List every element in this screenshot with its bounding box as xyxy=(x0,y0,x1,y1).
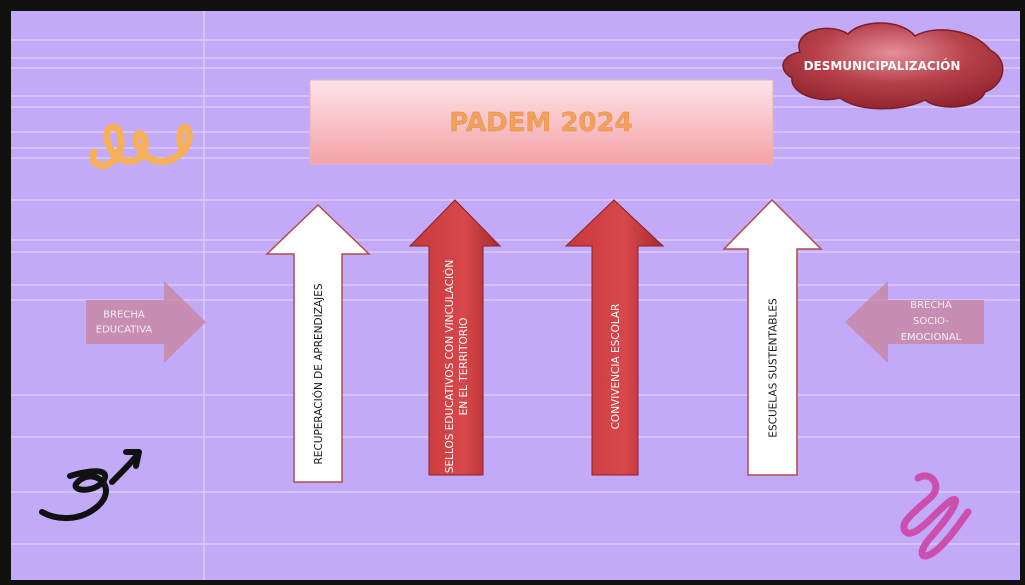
cloud-label: DESMUNICIPALIZACIÓN xyxy=(804,58,961,73)
pillar-label-1: RECUPERACIÓN DE APRENDIZAJES xyxy=(312,283,325,464)
cloud-desmunicipalizacion: DESMUNICIPALIZACIÓN xyxy=(782,22,1004,110)
pillar-arrow-3: CONVIVENCIA ESCOLAR xyxy=(564,199,665,476)
black-squiggle-doodle xyxy=(39,449,142,522)
pink-zigzag-doodle xyxy=(900,472,972,560)
title-box xyxy=(309,79,774,165)
pillar-label-4: ESCUELAS SUSTENTABLES xyxy=(768,298,780,438)
pillar-arrow-4: ESCUELAS SUSTENTABLES xyxy=(722,198,823,476)
pillar-label-3: CONVIVENCIA ESCOLAR xyxy=(610,304,622,430)
orange-loop-doodle xyxy=(89,123,193,169)
title-text: PADEM 2024 xyxy=(449,108,632,138)
pillar-arrows: RECUPERACIÓN DE APRENDIZAJES SELLOS EDUCA… xyxy=(265,198,823,483)
pillar-arrow-1: RECUPERACIÓN DE APRENDIZAJES xyxy=(265,203,371,483)
